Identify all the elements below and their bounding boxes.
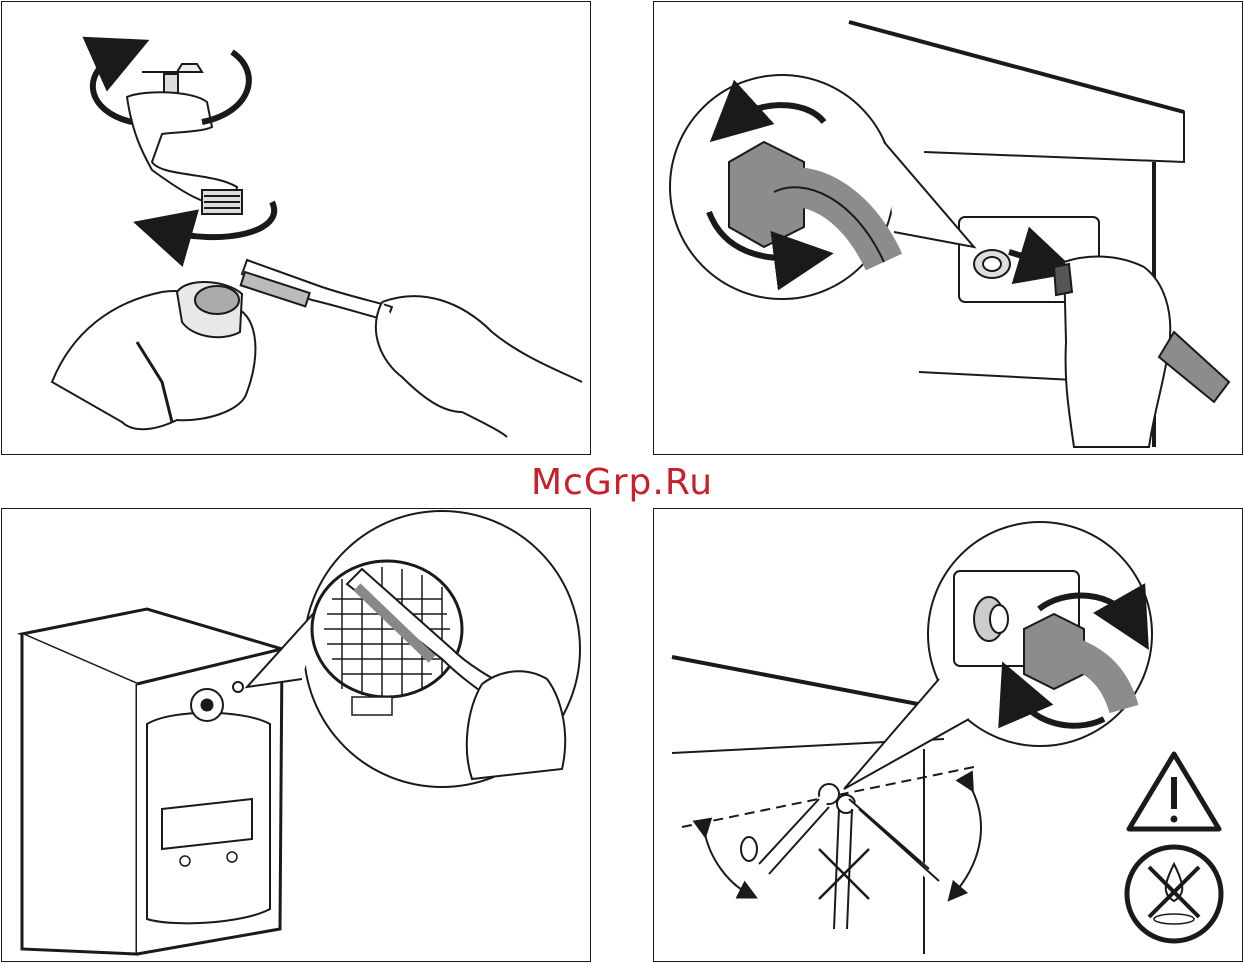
brush-icon: [241, 260, 392, 320]
watermark-text: McGrp.Ru: [0, 460, 1244, 506]
panel-clean-tap-thread: [1, 1, 591, 455]
panel-4-illustration: [654, 509, 1244, 963]
rotate-arrows-icon: [93, 52, 274, 237]
zoom-circle: [844, 522, 1152, 789]
zoom-circle: [670, 75, 974, 299]
no-water-drip-icon: [1127, 847, 1221, 941]
hose-nut-icon: [759, 784, 939, 929]
panel-1-illustration: [2, 2, 592, 456]
warning-triangle-icon: [1129, 754, 1219, 829]
zoom-circle: [247, 511, 580, 787]
hose-end-icon: [974, 250, 1010, 278]
washing-machine-icon: [22, 609, 282, 954]
hand-icon: [467, 671, 565, 779]
hand-icon: [52, 282, 582, 437]
hand-icon: [1054, 257, 1229, 447]
pull-arrow-icon: [1009, 252, 1049, 264]
tap-icon: [127, 64, 242, 214]
panel-2-illustration: [654, 2, 1244, 456]
panel-clean-machine-filter: [1, 508, 591, 962]
panel-reattach-hose-angle: [653, 508, 1243, 962]
panel-3-illustration: [2, 509, 592, 963]
panel-unscrew-inlet-hose: [653, 1, 1243, 455]
